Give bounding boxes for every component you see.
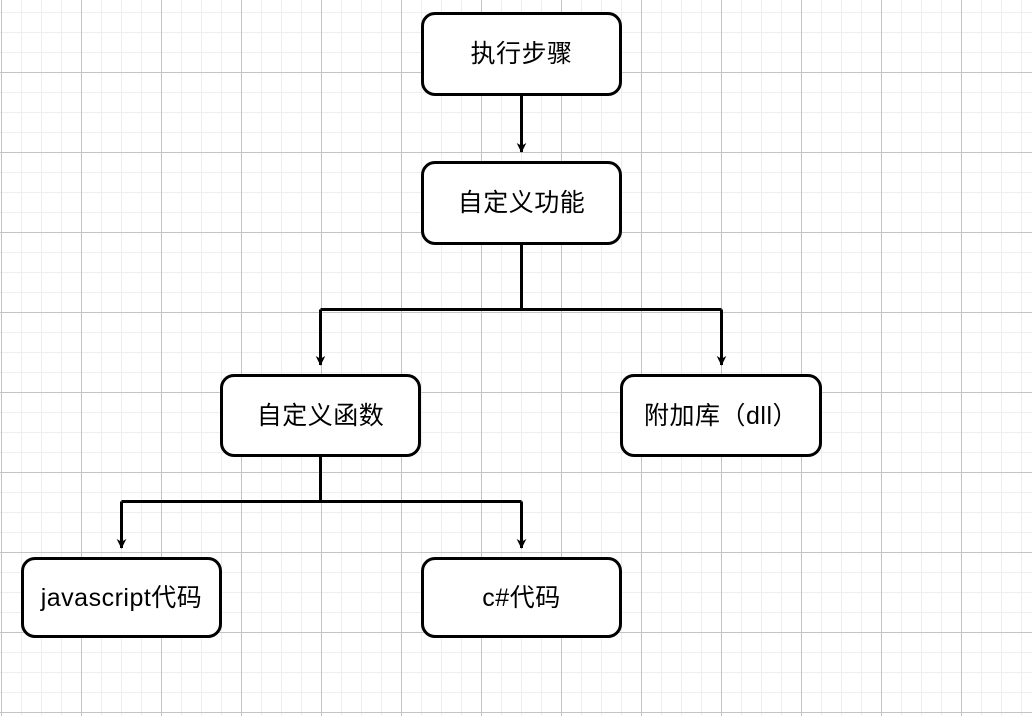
edge-function-split-bus (121, 457, 522, 503)
node-label-exec-steps: 执行步骤 (470, 40, 573, 68)
node-exec-steps[interactable]: 执行步骤 (421, 12, 622, 96)
node-label-extra-library: 附加库（dll） (643, 401, 798, 430)
node-label-custom-function: 自定义函数 (256, 401, 385, 430)
node-extra-library[interactable]: 附加库（dll） (620, 374, 822, 457)
node-csharp-code[interactable]: c#代码 (421, 557, 622, 638)
node-label-csharp-code: c#代码 (482, 583, 561, 612)
node-label-javascript-code: javascript代码 (40, 583, 203, 612)
node-javascript-code[interactable]: javascript代码 (21, 557, 222, 638)
node-label-custom-feature: 自定义功能 (457, 189, 586, 217)
edge-feature-split-bus (320, 245, 722, 311)
node-custom-function[interactable]: 自定义函数 (220, 374, 421, 457)
node-custom-feature[interactable]: 自定义功能 (421, 161, 622, 245)
